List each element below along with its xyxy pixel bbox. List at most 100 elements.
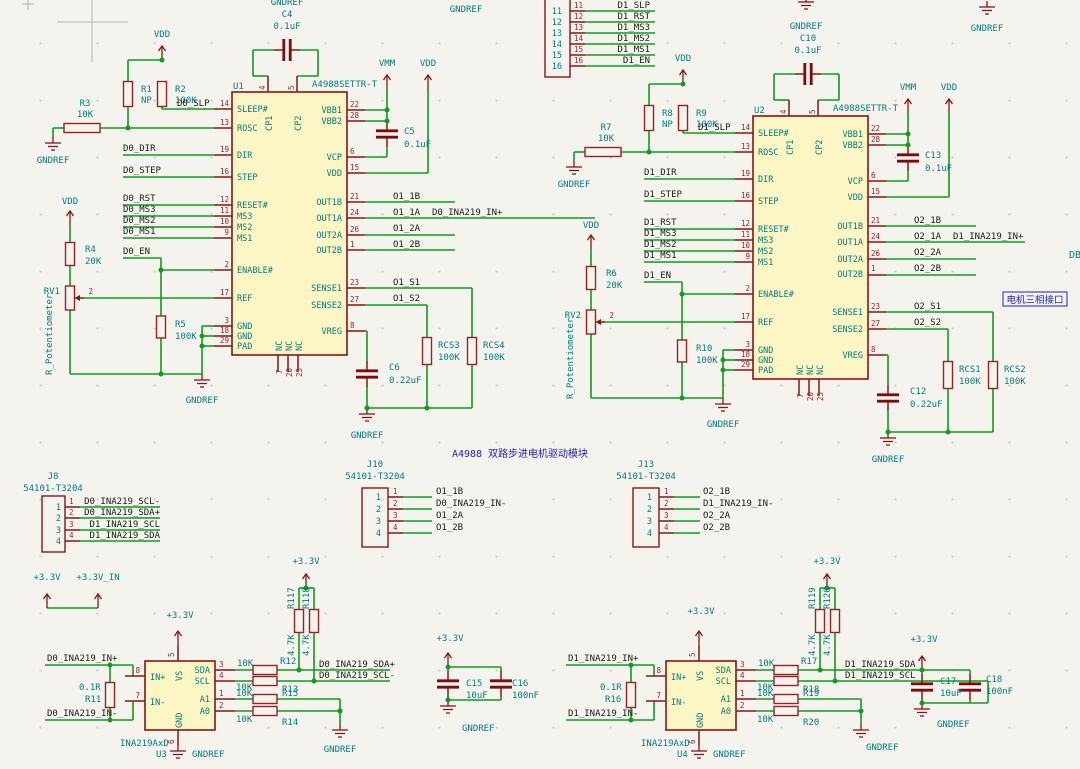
r9-ref[interactable]: R9 bbox=[696, 109, 707, 119]
net-o1-s1[interactable]: O1_S1 bbox=[393, 278, 420, 288]
net-o2-1b-j13[interactable]: O2_1B bbox=[703, 487, 730, 497]
r119-value[interactable]: 4.7K bbox=[808, 634, 818, 656]
r117-symbol[interactable] bbox=[293, 608, 305, 634]
r7-value[interactable]: 10K bbox=[598, 134, 615, 144]
j13-value[interactable]: 54101-T3204 bbox=[616, 472, 676, 482]
p33in-label[interactable]: +3.3V_IN bbox=[76, 573, 119, 583]
u1-ref[interactable]: U1 bbox=[233, 82, 244, 92]
c18-value[interactable]: 100nF bbox=[986, 687, 1013, 697]
component-bodies[interactable] bbox=[41, 0, 869, 731]
u3-body[interactable] bbox=[144, 660, 216, 731]
r20-ref[interactable]: R20 bbox=[803, 718, 819, 728]
r13-value[interactable]: 10K bbox=[236, 683, 253, 693]
gndref-c15[interactable]: GNDREF bbox=[462, 724, 495, 734]
c13-symbol[interactable] bbox=[897, 145, 919, 171]
net-o2-2b[interactable]: O2_2B bbox=[914, 264, 941, 274]
net-o1-2b-j10[interactable]: O1_2B bbox=[436, 523, 463, 533]
net-d1-slp-top[interactable]: D1_SLP bbox=[617, 1, 650, 11]
net-d0-ms1[interactable]: D0_MS1 bbox=[123, 227, 156, 237]
gnd-c6-gndref-symbol[interactable] bbox=[359, 408, 375, 422]
c10-symbol[interactable] bbox=[795, 63, 821, 85]
net-d0-step[interactable]: D0_STEP bbox=[123, 166, 162, 176]
c4-ref[interactable]: C4 bbox=[282, 10, 293, 20]
net-d0-ina219-inm-j10[interactable]: D0_INA219_IN- bbox=[436, 499, 506, 509]
r15-value[interactable]: 10K bbox=[236, 689, 253, 699]
pwr-vmm-u2-symbol[interactable] bbox=[903, 97, 913, 113]
vdd-b0-mid[interactable]: VDD bbox=[62, 197, 78, 207]
vdd-u1[interactable]: VDD bbox=[420, 59, 436, 69]
gndref-c17[interactable]: GNDREF bbox=[937, 720, 970, 730]
r1-symbol[interactable] bbox=[122, 80, 134, 108]
c6-value[interactable]: 0.22uF bbox=[389, 376, 422, 386]
c18-ref[interactable]: C18 bbox=[986, 675, 1002, 685]
c5-symbol[interactable] bbox=[376, 121, 398, 147]
r17-symbol[interactable] bbox=[773, 664, 799, 676]
net-d1-rst[interactable]: D1_RST bbox=[644, 218, 677, 228]
gndref-floating-top[interactable]: GNDREF bbox=[450, 5, 483, 15]
r5-symbol[interactable] bbox=[155, 315, 167, 339]
pwr-vdd-u1-symbol[interactable] bbox=[423, 73, 433, 89]
r3-ref[interactable]: R3 bbox=[80, 99, 91, 109]
u1-value[interactable]: A4988SETTR-T bbox=[312, 80, 378, 90]
u3-value[interactable]: INA219AxD bbox=[120, 739, 169, 749]
r7-ref[interactable]: R7 bbox=[601, 123, 612, 133]
net-d1-ina219-sda-j8[interactable]: D1_INA219_SDA bbox=[90, 531, 161, 541]
c5-value[interactable]: 0.1uF bbox=[404, 140, 431, 150]
net-d0-ina219-inp-u3[interactable]: D0_INA219_IN+ bbox=[47, 654, 118, 664]
net-o2-1a[interactable]: O2_1A bbox=[914, 232, 942, 242]
net-d1-ms3[interactable]: D1_MS3 bbox=[644, 229, 677, 239]
rcs2-ref[interactable]: RCS2 bbox=[1004, 365, 1026, 375]
rv1-value[interactable]: R_Potentiometer bbox=[45, 293, 55, 375]
net-d1-slp[interactable]: D1_SLP bbox=[698, 123, 731, 133]
rcs3-value[interactable]: 100K bbox=[438, 353, 460, 363]
net-d0-slp[interactable]: D0_SLP bbox=[177, 99, 210, 109]
c4-value[interactable]: 0.1uF bbox=[273, 22, 300, 32]
r12-symbol[interactable] bbox=[252, 664, 278, 676]
rcs3-symbol[interactable] bbox=[421, 336, 433, 366]
rcs2-symbol[interactable] bbox=[987, 360, 999, 390]
net-d0-ina219-sda-u3[interactable]: D0_INA219_SDA+ bbox=[319, 660, 395, 670]
gnd-u2-gndref-symbol[interactable] bbox=[715, 398, 731, 412]
r18-symbol[interactable] bbox=[773, 675, 799, 687]
net-o2-s1[interactable]: O2_S1 bbox=[914, 302, 941, 312]
r17-value[interactable]: 10K bbox=[758, 659, 775, 669]
u4-value[interactable]: INA219AxD bbox=[641, 739, 690, 749]
gnd-r14-gndref-symbol[interactable] bbox=[332, 724, 348, 738]
r9-value[interactable]: 100K bbox=[696, 120, 718, 130]
passive-components[interactable] bbox=[63, 39, 999, 717]
net-o1-1b[interactable]: O1_1B bbox=[393, 192, 420, 202]
rcs1-ref[interactable]: RCS1 bbox=[959, 365, 981, 375]
gndref-u4[interactable]: GNDREF bbox=[713, 750, 746, 760]
c13-value[interactable]: 0.1uF bbox=[925, 164, 952, 174]
net-d1-en-top[interactable]: D1_EN bbox=[623, 56, 650, 66]
rcs2-value[interactable]: 100K bbox=[1004, 377, 1026, 387]
gndref-c6[interactable]: GNDREF bbox=[351, 431, 384, 441]
gnd-u1-gndref-symbol[interactable] bbox=[194, 374, 210, 388]
gndref-r20[interactable]: GNDREF bbox=[866, 743, 899, 753]
gnd-c17-gndref-symbol[interactable] bbox=[914, 703, 930, 717]
gnd-topright-gndref-symbol[interactable] bbox=[979, 1, 995, 15]
pwr-vdd-r4-symbol[interactable] bbox=[65, 209, 75, 225]
u4-body[interactable] bbox=[665, 660, 737, 731]
gnd-c10-gndref-symbol[interactable] bbox=[798, 0, 814, 10]
r1-ref[interactable]: R1 bbox=[141, 85, 152, 95]
r11-value[interactable]: 0.1R bbox=[79, 683, 101, 693]
p33-r119[interactable]: +3.3V bbox=[813, 557, 841, 567]
r11-symbol[interactable] bbox=[104, 681, 116, 709]
c13-ref[interactable]: C13 bbox=[925, 151, 941, 161]
net-d1-ina219-sda-u4[interactable]: D1_INA219_SDA bbox=[845, 660, 916, 670]
vmm-u1[interactable]: VMM bbox=[379, 59, 396, 69]
pwr-vmm-u1-symbol[interactable] bbox=[382, 73, 392, 89]
r14-value[interactable]: 10K bbox=[236, 715, 253, 725]
r117-value[interactable]: 4.7K bbox=[287, 634, 297, 656]
j13-ref[interactable]: J13 bbox=[638, 460, 654, 470]
net-d1-ina219-inp-u2[interactable]: D1_INA219_IN+ bbox=[953, 232, 1024, 242]
j13-body[interactable] bbox=[632, 487, 660, 548]
gndref-r14[interactable]: GNDREF bbox=[324, 745, 357, 755]
c16-symbol[interactable] bbox=[490, 671, 512, 697]
r120-ref[interactable]: R120 bbox=[823, 587, 833, 609]
r117-ref[interactable]: R117 bbox=[287, 587, 297, 609]
net-o1-2b[interactable]: O1_2B bbox=[393, 240, 420, 250]
net-d0-ina219-inp-u1[interactable]: D0_INA219_IN+ bbox=[432, 208, 503, 218]
r2-ref[interactable]: R2 bbox=[175, 85, 186, 95]
